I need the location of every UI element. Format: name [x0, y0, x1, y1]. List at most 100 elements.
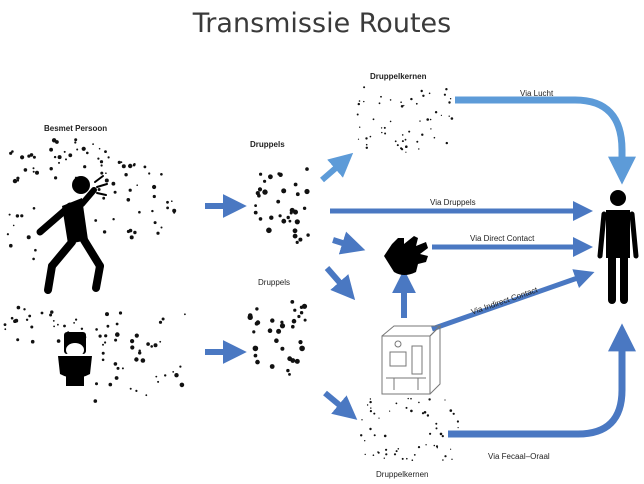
spray-dot — [63, 150, 66, 153]
spray-dot — [28, 314, 32, 318]
spray-dot — [295, 240, 299, 244]
spray-dot — [397, 448, 400, 450]
cough-spray-dots — [6, 138, 177, 261]
spray-dot — [304, 188, 310, 195]
spray-dot — [145, 394, 148, 397]
spray-dot — [369, 135, 372, 138]
spray-dot — [263, 179, 267, 183]
spray-dot — [114, 376, 119, 380]
spray-dot — [130, 339, 135, 344]
spray-dot — [171, 200, 173, 202]
spray-dot — [113, 190, 117, 194]
route-air-arrow — [455, 96, 636, 185]
droplets-bottom-label: Druppels — [258, 278, 291, 287]
droplets-top-dots — [253, 167, 310, 244]
spray-dot — [86, 151, 89, 155]
spray-dot — [81, 146, 86, 151]
spray-dot — [128, 188, 132, 192]
spray-dot — [439, 432, 443, 436]
spray-dot — [134, 333, 139, 338]
spray-dot — [111, 181, 116, 186]
spray-dot — [294, 219, 300, 225]
spray-dot — [274, 338, 279, 344]
spray-dot — [49, 147, 53, 152]
spray-dot — [49, 167, 53, 171]
spray-dot — [359, 126, 361, 128]
arrow-droplets-to-hand — [332, 231, 366, 255]
spray-dot — [378, 102, 381, 105]
spray-dot — [257, 187, 263, 192]
spray-dot — [357, 138, 360, 140]
spray-dot — [423, 411, 427, 414]
spray-dot — [407, 397, 409, 400]
spray-dot — [383, 126, 386, 129]
spray-dot — [153, 343, 158, 348]
spray-dot — [179, 382, 185, 388]
spray-dot — [255, 320, 261, 325]
spray-dot — [155, 375, 158, 378]
spray-dot — [92, 143, 94, 146]
spray-dot — [404, 138, 407, 141]
spray-dot — [164, 374, 167, 377]
source-label: Besmet Persoon — [44, 124, 108, 133]
spray-dot — [385, 448, 388, 451]
spray-dot — [369, 398, 372, 400]
spray-dot — [138, 351, 142, 355]
route-fecal-oral-arrow — [448, 323, 636, 438]
route-indirect-contact-arrow — [431, 269, 595, 332]
spray-dot — [442, 459, 444, 461]
spray-dot — [299, 311, 304, 315]
spray-dot — [415, 102, 418, 105]
spray-dot — [443, 93, 446, 96]
diagram-title: Transmissie Routes — [192, 8, 452, 39]
spray-dot — [118, 311, 123, 315]
spray-dot — [172, 208, 177, 213]
spray-dot — [298, 237, 303, 242]
spray-dot — [445, 88, 448, 91]
spray-dot — [418, 148, 420, 150]
spray-dot — [370, 407, 372, 409]
spray-dot — [413, 454, 416, 456]
spray-dot — [148, 172, 151, 175]
spray-dot — [32, 170, 35, 173]
spray-dot — [298, 340, 303, 345]
spray-dot — [20, 214, 24, 218]
spray-dot — [389, 99, 392, 101]
spray-dot — [101, 351, 105, 355]
spray-dot — [9, 151, 13, 155]
spray-dot — [98, 334, 102, 338]
spray-dot — [30, 325, 34, 329]
spray-dot — [174, 373, 179, 378]
spray-dot — [400, 105, 404, 108]
spray-dot — [259, 172, 263, 176]
spray-dot — [25, 318, 29, 321]
spray-dot — [280, 346, 285, 351]
spray-dot — [449, 98, 452, 100]
spray-dot — [134, 357, 139, 362]
spray-dot — [126, 229, 130, 234]
spray-dot — [74, 141, 77, 144]
spray-dot — [410, 409, 413, 413]
spray-dot — [143, 165, 147, 169]
route-air-label: Via Lucht — [520, 89, 554, 98]
spray-dot — [444, 399, 446, 401]
spray-dot — [26, 235, 31, 240]
spray-dot — [73, 322, 75, 324]
spray-dot — [102, 196, 106, 200]
spray-dot — [449, 409, 453, 412]
droplet-nuclei-bottom-dots — [360, 397, 459, 462]
spray-dot — [12, 224, 15, 227]
spray-dot — [105, 172, 107, 174]
spray-dot — [65, 158, 67, 161]
spray-dot — [157, 380, 160, 383]
spray-dot — [34, 248, 37, 252]
spray-dot — [23, 168, 28, 172]
spray-dot — [429, 118, 432, 121]
spray-dot — [444, 455, 447, 458]
spray-dot — [16, 176, 20, 180]
spray-dot — [281, 188, 287, 194]
spray-dot — [436, 447, 438, 449]
spray-dot — [293, 308, 297, 312]
spray-dot — [302, 206, 307, 210]
spray-dot — [268, 174, 273, 180]
